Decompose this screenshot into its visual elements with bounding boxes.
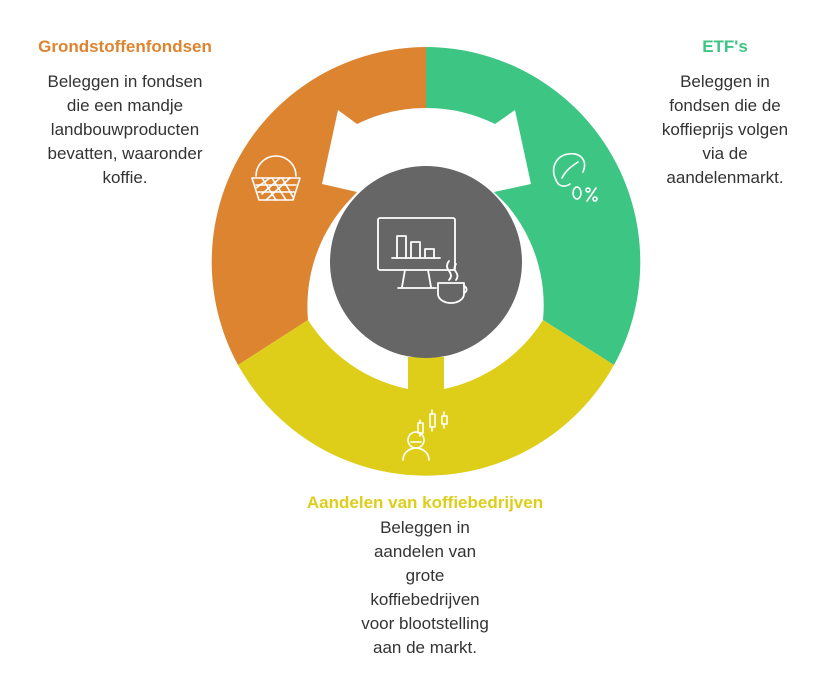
segment-grondstoffenfondsen bbox=[211, 47, 426, 365]
label-grondstoffenfondsen: Grondstoffenfondsen Beleggen in fondsen … bbox=[20, 36, 230, 190]
label-etfs: ETF's Beleggen in fondsen die de koffiep… bbox=[630, 36, 820, 190]
description-etfs: Beleggen in fondsen die de koffieprijs v… bbox=[661, 72, 789, 187]
computer-chart-coffee-icon bbox=[377, 217, 468, 304]
description-grondstoffenfondsen: Beleggen in fondsen die een mandje landb… bbox=[47, 72, 203, 187]
center-circle bbox=[330, 166, 522, 358]
coffee-bean-percent-icon bbox=[552, 152, 598, 202]
segment-aandelen bbox=[238, 320, 614, 476]
basket-icon bbox=[251, 155, 301, 201]
label-aandelen: Aandelen van koffiebedrijven Beleggen in… bbox=[300, 492, 550, 660]
title-grondstoffenfondsen: Grondstoffenfondsen bbox=[38, 37, 212, 56]
title-aandelen: Aandelen van koffiebedrijven bbox=[306, 493, 544, 512]
segment-etfs bbox=[426, 47, 641, 365]
description-aandelen: Beleggen in aandelen van grote koffiebed… bbox=[361, 518, 489, 657]
investor-candlestick-icon bbox=[402, 409, 448, 461]
title-etfs: ETF's bbox=[702, 37, 748, 56]
